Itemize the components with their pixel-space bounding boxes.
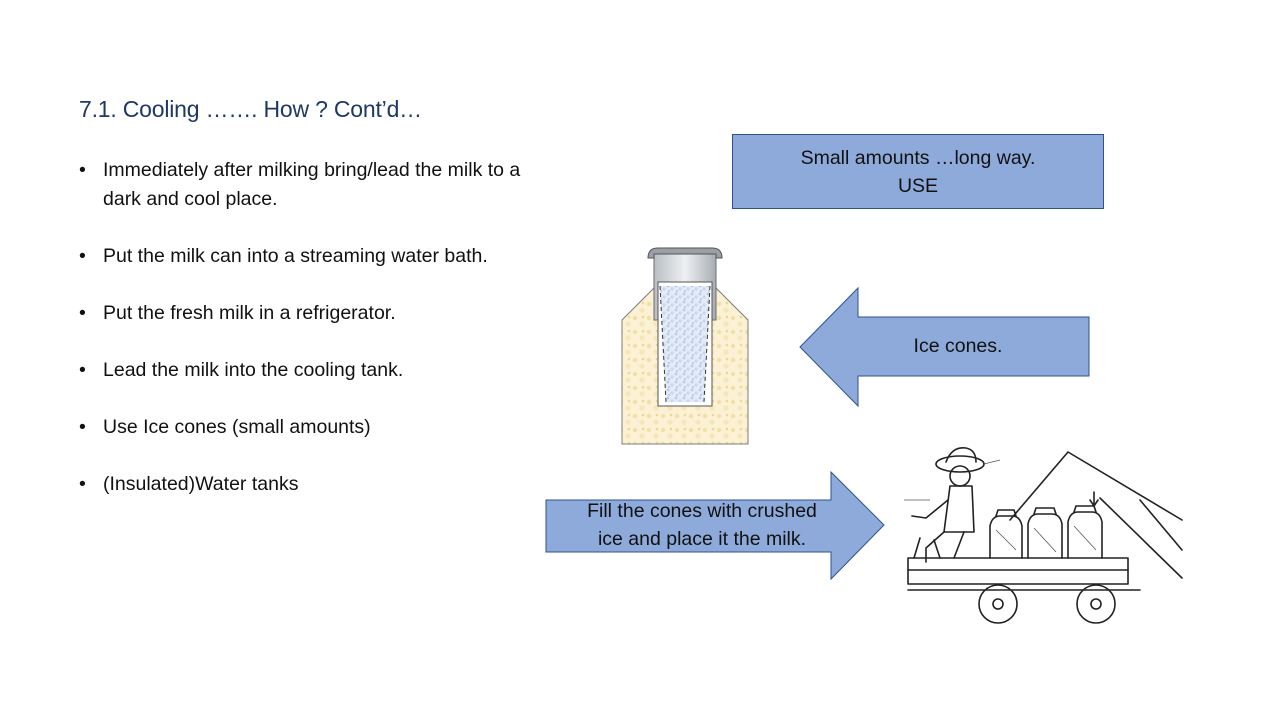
bullet-item: Put the milk can into a streaming water … bbox=[79, 242, 559, 271]
bullet-item: Immediately after milking bring/lead the… bbox=[79, 156, 559, 214]
cart-sketch-illustration bbox=[904, 446, 1183, 624]
bullet-item: Put the fresh milk in a refrigerator. bbox=[79, 299, 559, 328]
fill-cones-label: Fill the cones with crushed ice and plac… bbox=[552, 497, 852, 553]
use-callout-line2: USE bbox=[897, 174, 939, 197]
fill-cones-label-line2: ice and place it the milk. bbox=[597, 528, 807, 550]
left-arrow-shape bbox=[799, 286, 1090, 408]
use-callout-line1: Small amounts …long way. bbox=[800, 146, 1036, 169]
use-callout-box: Small amounts …long way. USE bbox=[732, 134, 1104, 209]
right-arrow-shape bbox=[545, 471, 885, 581]
bullet-item: Use Ice cones (small amounts) bbox=[79, 413, 559, 442]
ice-cone-can-illustration bbox=[621, 247, 749, 445]
ice-cones-label: Ice cones. bbox=[913, 335, 1003, 357]
bullet-item: Lead the milk into the cooling tank. bbox=[79, 356, 559, 385]
bullet-list: Immediately after milking bring/lead the… bbox=[79, 156, 559, 499]
slide-title: 7.1. Cooling ……. How ? Cont’d… bbox=[79, 96, 422, 122]
fill-cones-label-line1: Fill the cones with crushed bbox=[587, 500, 817, 522]
bullet-item: (Insulated)Water tanks bbox=[79, 470, 559, 499]
